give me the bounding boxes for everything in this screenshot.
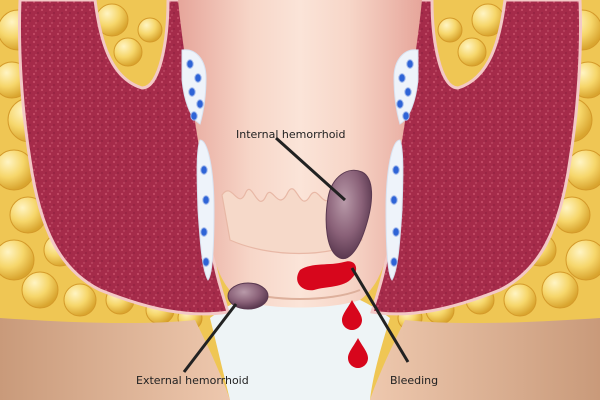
vein-channel-right-lower (385, 139, 404, 281)
vessel-dot (404, 87, 412, 97)
fat-globule (0, 239, 35, 281)
vessel-dot (196, 99, 204, 109)
vessel-dot (200, 165, 208, 175)
fat-globule (503, 283, 537, 317)
vessel-dot (202, 195, 210, 205)
vessel-dot (402, 111, 410, 121)
fat-globule (137, 17, 163, 43)
vessel-dot (188, 87, 196, 97)
vessel-dot (398, 73, 406, 83)
skin-left (0, 318, 230, 400)
vessel-dot (200, 227, 208, 237)
fat-globule (113, 37, 143, 67)
leader-internal (274, 136, 347, 202)
external-hemorrhoid (227, 282, 269, 310)
fat-globule (541, 271, 579, 309)
label-bleeding: Bleeding (390, 374, 438, 387)
leader-external (182, 303, 238, 373)
fat-globule (437, 17, 463, 43)
blood-drop-icon (348, 338, 368, 368)
vessel-dot (396, 99, 404, 109)
skin-right (370, 318, 600, 400)
vessel-dot (392, 165, 400, 175)
fat-globule (457, 37, 487, 67)
blood-pool (297, 261, 357, 291)
blood-vessel-dots (186, 59, 414, 267)
vessel-dot (186, 59, 194, 69)
vessel-dot (194, 73, 202, 83)
vessel-dot (390, 257, 398, 267)
blood-drop-icon (342, 300, 362, 330)
leader-bleeding (350, 267, 410, 363)
vessel-dot (406, 59, 414, 69)
vessel-dot (190, 111, 198, 121)
fat-globule (21, 271, 59, 309)
vessel-dot (392, 227, 400, 237)
vein-channel-left-lower (196, 139, 215, 281)
fat-globule (565, 239, 600, 281)
label-external-hemorrhoid: External hemorrhoid (136, 374, 249, 387)
vessel-dot (390, 195, 398, 205)
muscle-left (17, 0, 230, 316)
fat-globule (63, 283, 97, 317)
label-internal-hemorrhoid: Internal hemorrhoid (236, 128, 345, 141)
muscle-right (370, 0, 583, 316)
vessel-dot (202, 257, 210, 267)
